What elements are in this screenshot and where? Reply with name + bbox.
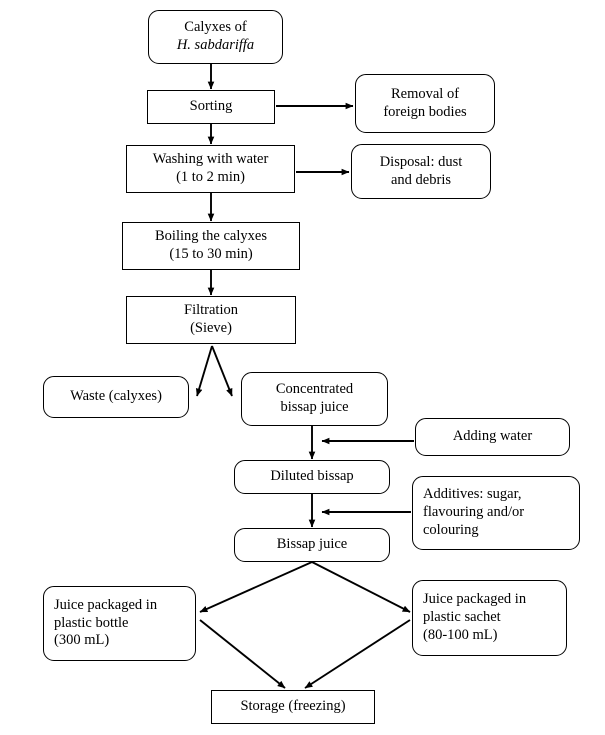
node-filtration-line1: Filtration xyxy=(184,302,238,319)
node-washing-line2: (1 to 2 min) xyxy=(176,169,245,185)
node-boiling-line1: Boiling the calyxes xyxy=(155,228,267,245)
node-pack-sachet-line2: plastic sachet xyxy=(423,609,501,626)
node-storage-freezing[interactable]: Storage (freezing) xyxy=(211,690,375,724)
node-juice-packaged-plastic-sachet[interactable]: Juice packaged in plastic sachet (80-100… xyxy=(412,580,567,656)
node-removal-line1: Removal of xyxy=(390,85,460,102)
node-pack-bottle-text: Juice packaged in plastic bottle (300 mL… xyxy=(54,597,191,650)
node-boiling-line2: (15 to 30 min) xyxy=(169,246,253,262)
node-pack-sachet-text: Juice packaged in plastic sachet (80-100… xyxy=(423,591,562,644)
node-calyxes[interactable]: Calyxes of H. sabdariffa xyxy=(148,10,283,64)
arrow-filtration-to-concentrated xyxy=(211,345,233,397)
node-removal-of-foreign-bodies[interactable]: Removal of foreign bodies xyxy=(355,74,495,133)
node-boiling-the-calyxes[interactable]: Boiling the calyxes (15 to 30 min) xyxy=(122,222,300,270)
node-concentrated-line1: Concentrated xyxy=(275,381,354,398)
node-washing-with-water[interactable]: Washing with water (1 to 2 min) xyxy=(126,145,295,193)
arrow-filtration-to-waste xyxy=(195,345,213,397)
node-removal-text: Removal of foreign bodies xyxy=(360,86,490,121)
node-disposal-dust-and-debris[interactable]: Disposal: dust and debris xyxy=(351,144,491,199)
node-disposal-text: Disposal: dust and debris xyxy=(356,154,486,189)
node-adding-water[interactable]: Adding water xyxy=(415,418,570,456)
node-pack-bottle-line1: Juice packaged in xyxy=(54,596,158,613)
node-additives[interactable]: Additives: sugar, flavouring and/or colo… xyxy=(412,476,580,550)
node-waste-text: Waste (calyxes) xyxy=(70,388,162,405)
node-filtration-line2: (Sieve) xyxy=(190,320,232,336)
node-bissap-juice[interactable]: Bissap juice xyxy=(234,528,390,562)
node-filtration[interactable]: Filtration (Sieve) xyxy=(126,296,296,344)
node-diluted-text: Diluted bissap xyxy=(270,468,354,485)
node-additives-line1: Additives: sugar, xyxy=(423,486,522,503)
node-additives-line2: flavouring and/or xyxy=(423,504,525,521)
arrow-pack-bottle-to-storage xyxy=(199,619,286,689)
node-waste-calyxes[interactable]: Waste (calyxes) xyxy=(43,376,189,418)
node-sorting[interactable]: Sorting xyxy=(147,90,275,124)
node-pack-bottle-line3: (300 mL) xyxy=(54,632,110,649)
node-concentrated-text: Concentrated bissap juice xyxy=(246,381,383,416)
node-concentrated-line2: bissap juice xyxy=(280,399,349,415)
node-diluted-bissap[interactable]: Diluted bissap xyxy=(234,460,390,494)
arrow-pack-sachet-to-storage xyxy=(304,619,411,689)
arrow-bissap-to-pack-bottle xyxy=(199,561,313,613)
node-pack-sachet-line1: Juice packaged in xyxy=(423,591,527,608)
node-pack-sachet-line3: (80-100 mL) xyxy=(423,626,498,643)
node-concentrated-bissap-juice[interactable]: Concentrated bissap juice xyxy=(241,372,388,426)
node-additives-line3: colouring xyxy=(423,521,479,538)
node-adding-water-text: Adding water xyxy=(452,428,533,445)
node-boiling-text: Boiling the calyxes (15 to 30 min) xyxy=(127,228,295,263)
node-sorting-text: Sorting xyxy=(189,98,233,115)
node-washing-text: Washing with water (1 to 2 min) xyxy=(131,151,290,186)
node-disposal-line2: and debris xyxy=(391,171,451,188)
node-removal-line2: foreign bodies xyxy=(383,103,467,120)
node-washing-line1: Washing with water xyxy=(152,151,269,168)
node-disposal-line1: Disposal: dust xyxy=(379,153,463,170)
arrow-bissap-to-pack-sachet xyxy=(311,561,411,613)
node-calyxes-text: Calyxes of H. sabdariffa xyxy=(153,19,278,54)
node-calyxes-line1: Calyxes of xyxy=(184,19,247,36)
node-juice-packaged-plastic-bottle[interactable]: Juice packaged in plastic bottle (300 mL… xyxy=(43,586,196,661)
node-pack-bottle-line2: plastic bottle xyxy=(54,614,129,631)
node-calyxes-line2: H. sabdariffa xyxy=(176,37,255,53)
node-additives-text: Additives: sugar, flavouring and/or colo… xyxy=(423,486,575,539)
node-storage-text: Storage (freezing) xyxy=(240,698,346,715)
node-bissap-juice-text: Bissap juice xyxy=(276,536,348,553)
node-filtration-text: Filtration (Sieve) xyxy=(131,302,291,337)
